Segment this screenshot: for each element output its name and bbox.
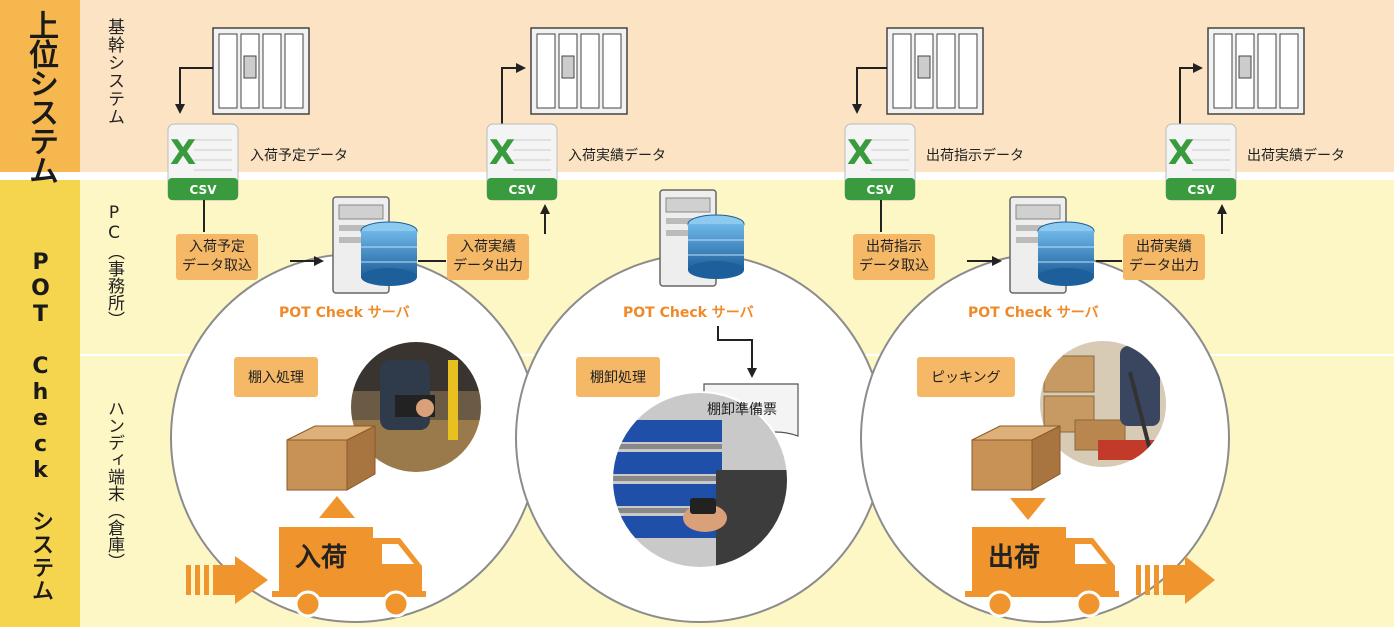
- shelving-process-tag: 棚入処理: [234, 357, 318, 397]
- tag-line: 入荷実績: [460, 239, 516, 255]
- pot-check-system-title: POT Check システム: [28, 250, 53, 602]
- csv-file-icon: X CSV: [844, 123, 916, 201]
- svg-text:CSV: CSV: [509, 183, 537, 197]
- svg-text:X: X: [1168, 133, 1194, 173]
- host-system-label: 基幹システム: [104, 18, 124, 126]
- upper-system-title: 上位システム: [23, 10, 58, 184]
- arrow-host-to-csv: [175, 67, 213, 114]
- pc-server-icon: [659, 189, 745, 287]
- inbound-plan-import-tag: 入荷予定 データ取込: [176, 234, 258, 280]
- outbound-instruction-import-tag: 出荷指示 データ取込: [853, 234, 935, 280]
- tag-line: データ出力: [1129, 258, 1199, 274]
- arrow-csv-to-host: [501, 63, 526, 128]
- tag-line: データ取込: [182, 258, 252, 274]
- inbound-result-data-label: 入荷実績データ: [568, 148, 666, 164]
- inventory-process-tag: 棚卸処理: [576, 357, 660, 397]
- up-triangle-icon: [319, 496, 355, 518]
- outbound-result-data-label: 出荷実績データ: [1247, 148, 1345, 164]
- pc-server-icon: [1009, 196, 1095, 294]
- pc-server-icon: [332, 196, 418, 294]
- svg-text:X: X: [170, 133, 196, 173]
- server-label-inbound: POT Check サーバ: [279, 305, 410, 321]
- svg-text:X: X: [489, 133, 515, 173]
- mainframe-icon: [212, 27, 310, 115]
- upper-title-box: [0, 0, 80, 172]
- inventory-photo: [612, 392, 788, 568]
- arrow-host-to-csv: [852, 67, 887, 114]
- tag-line: 出荷指示: [866, 239, 922, 255]
- mainframe-icon: [1207, 27, 1305, 115]
- outbound-result-export-tag: 出荷実績 データ出力: [1123, 234, 1205, 280]
- inbound-plan-data-label: 入荷予定データ: [250, 148, 348, 164]
- svg-text:CSV: CSV: [190, 183, 218, 197]
- tag-line: 入荷予定: [189, 239, 245, 255]
- tag-line: データ出力: [453, 258, 523, 274]
- inventory-photo-frame: [611, 391, 789, 569]
- csv-file-icon: X CSV: [486, 123, 558, 201]
- picking-photo-frame: [1038, 339, 1168, 469]
- outbound-flow-arrow-icon: [1136, 556, 1215, 604]
- csv-file-icon: X CSV: [167, 123, 239, 201]
- inbound-flow-arrow-icon: [186, 556, 268, 604]
- inventory-sheet-label: 棚卸準備票: [707, 402, 777, 418]
- arrow-server-to-sheet: [717, 326, 757, 378]
- pc-office-label: PC（事務所）: [104, 203, 124, 328]
- mainframe-icon: [530, 27, 628, 115]
- tag-line: データ取込: [859, 258, 929, 274]
- shelving-photo-frame: [349, 340, 483, 474]
- server-label-inventory: POT Check サーバ: [623, 305, 754, 321]
- cardboard-box-icon: [971, 425, 1061, 491]
- inbound-result-export-tag: 入荷実績 データ出力: [447, 234, 529, 280]
- svg-text:X: X: [847, 133, 873, 173]
- server-label-outbound: POT Check サーバ: [968, 305, 1099, 321]
- mainframe-icon: [886, 27, 984, 115]
- inbound-truck-icon: [272, 527, 426, 618]
- inbound-truck-label: 入荷: [295, 543, 348, 573]
- csv-file-icon: X CSV: [1165, 123, 1237, 201]
- handy-terminal-label: ハンディ端末（倉庫）: [104, 400, 124, 570]
- picking-process-tag: ピッキング: [917, 357, 1015, 397]
- pot-title-box: [0, 180, 80, 627]
- svg-text:CSV: CSV: [867, 183, 895, 197]
- svg-text:CSV: CSV: [1188, 183, 1216, 197]
- arrow-csv-to-host: [1179, 63, 1203, 128]
- tag-line: 出荷実績: [1136, 239, 1192, 255]
- outbound-truck-label: 出荷: [988, 543, 1041, 573]
- outbound-instruction-data-label: 出荷指示データ: [926, 148, 1024, 164]
- outbound-truck-icon: [965, 527, 1119, 618]
- down-triangle-icon: [1010, 498, 1046, 520]
- cardboard-box-icon: [286, 425, 376, 491]
